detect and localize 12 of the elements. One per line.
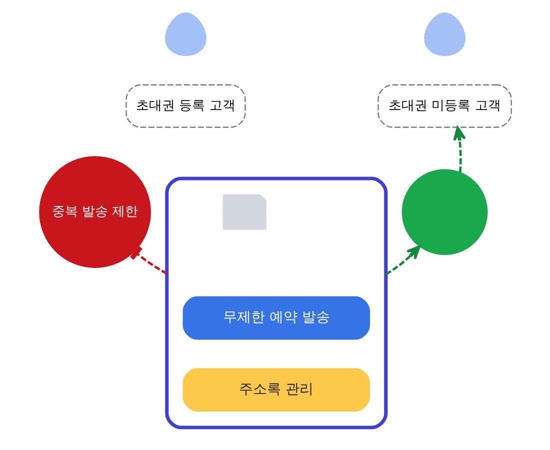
node-box: 초대권 등록 고객 [125, 84, 246, 128]
cluster [164, 176, 388, 430]
node-circle: 중복 발송 제한 [38, 156, 150, 268]
connector [129, 246, 167, 275]
node-box: 무제한 예약 발송 [182, 296, 370, 340]
node-person [424, 12, 465, 56]
arrow [384, 245, 420, 276]
arrow [452, 126, 466, 172]
node-person [164, 12, 206, 56]
node-box: 주소록 관리 [182, 368, 370, 412]
node-circle [401, 169, 488, 256]
node-box: 초대권 미등록 고객 [377, 84, 512, 128]
